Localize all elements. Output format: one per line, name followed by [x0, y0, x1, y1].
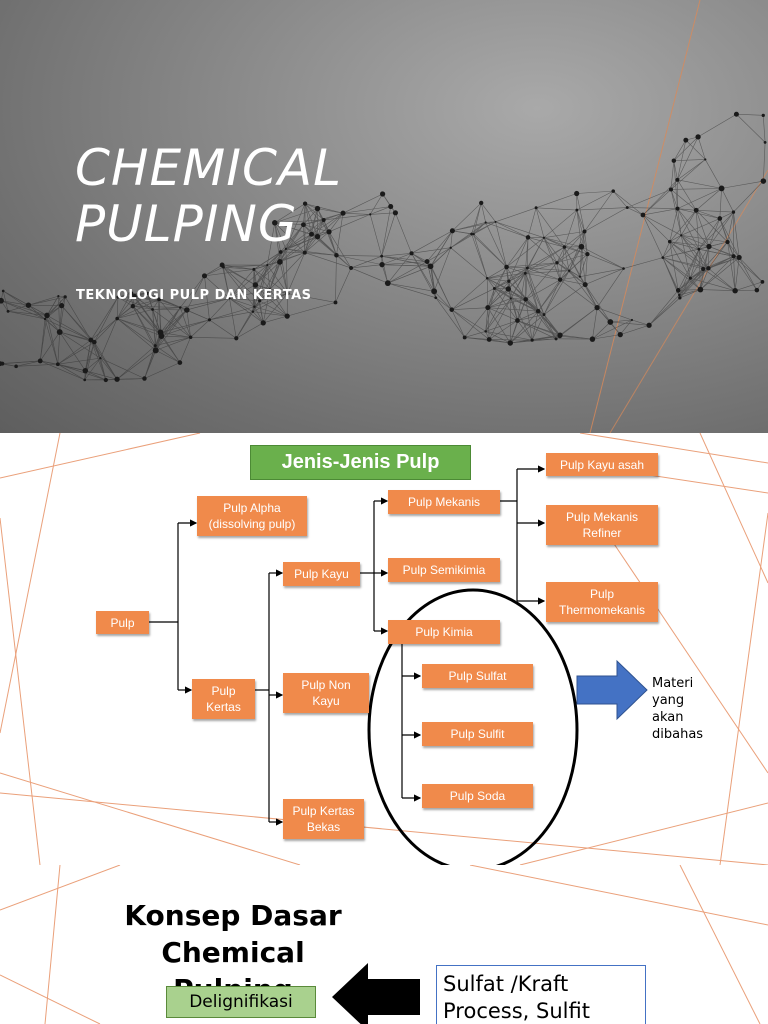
delignifikasi-label: Delignifikasi — [166, 986, 316, 1018]
slide-title: CHEMICAL PULPING — [75, 140, 342, 252]
slide-heading: Jenis-Jenis Pulp — [250, 445, 471, 480]
node-pulp-kayu-asah: Pulp Kayu asah — [546, 453, 658, 476]
title-line-2: PULPING — [75, 195, 298, 253]
node-pulp-sulfit: Pulp Sulfit — [422, 722, 533, 746]
title-line-1: CHEMICAL — [75, 139, 342, 197]
process-textbox: Sulfat /Kraft Process, Sulfit — [436, 965, 646, 1024]
title-slide: CHEMICAL PULPING TEKNOLOGI PULP DAN KERT… — [0, 0, 768, 433]
highlight-ellipse — [367, 588, 579, 865]
node-pulp: Pulp — [96, 611, 149, 634]
node-pulp-kertas-bekas: Pulp Kertas Bekas — [283, 799, 364, 839]
node-pulp-mekanis-refiner: Pulp Mekanis Refiner — [546, 505, 658, 545]
node-pulp-semikimia: Pulp Semikimia — [388, 558, 500, 582]
node-pulp-soda: Pulp Soda — [422, 784, 533, 808]
annotation-text: Materi yang akan dibahas — [652, 676, 704, 742]
node-pulp-sulfat: Pulp Sulfat — [422, 664, 533, 688]
node-pulp-kertas: Pulp Kertas — [192, 679, 255, 719]
node-pulp-kayu: Pulp Kayu — [283, 562, 360, 586]
pulp-types-slide: Jenis-Jenis Pulp Pulp Pulp Alpha (dissol… — [0, 433, 768, 865]
network-mesh-graphic — [0, 0, 768, 433]
title-line-2: Chemical — [161, 936, 305, 969]
node-pulp-non-kayu: Pulp Non Kayu — [283, 673, 369, 713]
node-pulp-kimia: Pulp Kimia — [388, 620, 500, 644]
black-left-arrow — [332, 963, 420, 1024]
slide-subtitle: TEKNOLOGI PULP DAN KERTAS — [76, 288, 312, 303]
concept-slide: Konsep Dasar Chemical Pulping Delignifik… — [0, 865, 768, 1024]
node-pulp-alpha: Pulp Alpha (dissolving pulp) — [197, 496, 307, 536]
title-line-1: Konsep Dasar — [124, 899, 342, 932]
node-pulp-thermomekanis: Pulp Thermomekanis — [546, 582, 658, 622]
node-pulp-mekanis: Pulp Mekanis — [388, 490, 500, 514]
decorative-lines — [0, 865, 768, 1024]
tree-connectors — [149, 465, 648, 865]
blue-right-arrow — [576, 659, 648, 721]
